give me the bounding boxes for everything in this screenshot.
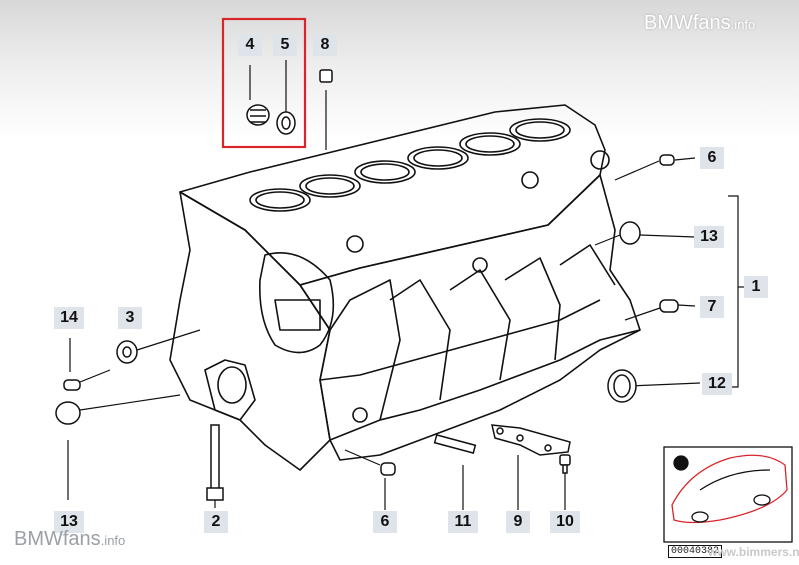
callout-12[interactable]: 12 (708, 375, 726, 392)
watermark-bottom-left: BMWfans.info (14, 528, 126, 550)
callout-6-upper[interactable]: 6 (707, 149, 717, 166)
part-8-sleeve (319, 69, 333, 83)
site-watermark: www.bimmers.no (708, 545, 799, 559)
part-11-stud (433, 434, 477, 454)
label-box-13a (694, 226, 724, 248)
label-box-5 (273, 34, 297, 56)
part-6-dowel-lower (380, 462, 396, 476)
block-front-face (169, 191, 331, 471)
label-box-12 (702, 373, 732, 395)
label-box-2 (204, 511, 228, 533)
label-box-7 (700, 296, 724, 318)
block-side-face (299, 174, 641, 441)
callout-5[interactable]: 5 (280, 36, 290, 53)
callout-1[interactable]: 1 (751, 278, 761, 295)
label-box-8 (313, 34, 337, 56)
label-box-6b (373, 511, 397, 533)
bore-3 (354, 160, 416, 184)
callout-9[interactable]: 9 (513, 513, 523, 530)
label-box-11 (448, 511, 478, 533)
highlight-box-4-5 (221, 17, 307, 149)
part-4-screw-plug (246, 104, 270, 126)
part-12-seal (607, 369, 637, 403)
part-7-dowel (659, 299, 679, 313)
part-5-gasket-ring (276, 111, 296, 135)
bore-4 (407, 146, 469, 170)
label-box-4 (238, 34, 262, 56)
label-box-10 (550, 511, 580, 533)
front-bearing-cap (204, 359, 256, 421)
label-box-3 (118, 307, 142, 329)
part-9-bracket (491, 424, 571, 456)
part-2-bolt (206, 424, 224, 501)
callout-14[interactable]: 14 (60, 309, 78, 326)
part-6-dowel-upper (659, 154, 675, 166)
part-13-cap-upper (619, 221, 641, 245)
part-14-dowel (63, 379, 81, 391)
callout-3[interactable]: 3 (125, 309, 135, 326)
callout-2[interactable]: 2 (211, 513, 221, 530)
callout-4[interactable]: 4 (245, 36, 255, 53)
callout-8[interactable]: 8 (320, 36, 330, 53)
callout-13-upper[interactable]: 13 (700, 228, 718, 245)
part-10-screw (559, 454, 571, 474)
callout-10[interactable]: 10 (556, 513, 574, 530)
part-13-cap-lower (55, 401, 81, 425)
bore-6 (509, 118, 571, 142)
label-box-1 (744, 276, 768, 298)
bore-1 (249, 188, 311, 212)
bore-5 (459, 132, 521, 156)
label-box-9 (506, 511, 530, 533)
bore-2 (299, 174, 361, 198)
label-box-13b (54, 511, 84, 533)
callout-7[interactable]: 7 (707, 298, 717, 315)
watermark-top-right: BMWfans.info (644, 12, 756, 34)
block-top-deck (179, 104, 606, 286)
callout-13-lower[interactable]: 13 (60, 513, 78, 530)
label-box-14 (54, 307, 84, 329)
car-inset (663, 446, 793, 543)
label-box-6a (700, 147, 724, 169)
diagram-reference-number: 00040382 (668, 545, 723, 558)
callout-6-lower[interactable]: 6 (380, 513, 390, 530)
callout-11[interactable]: 11 (454, 513, 472, 530)
part-3-plug (116, 340, 138, 364)
